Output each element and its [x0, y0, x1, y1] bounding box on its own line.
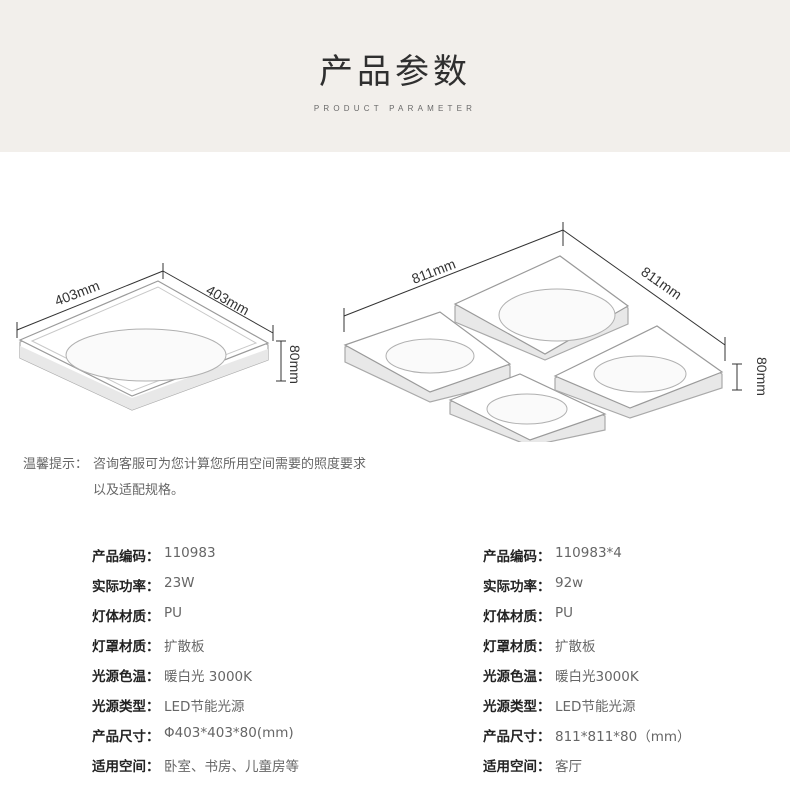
small-lamp-drawing: [18, 280, 270, 411]
tip-label: 温馨提示：: [23, 457, 89, 472]
spec-key: 实际功率：: [483, 579, 551, 595]
spec-key: 光源色温：: [92, 669, 160, 685]
spec-key: 产品编码：: [483, 549, 551, 565]
spec-key: 适用空间：: [92, 759, 160, 775]
spec-value: PU: [555, 605, 574, 621]
spec-value: PU: [164, 605, 183, 621]
spec-key: 灯罩材质：: [483, 639, 551, 655]
spec-key: 适用空间：: [483, 759, 551, 775]
spec-value: 811*811*80（mm）: [555, 729, 691, 745]
header-banner: 产品参数 PRODUCT PARAMETER: [0, 0, 790, 152]
spec-value: 暖白光 3000K: [164, 669, 253, 685]
spec-key: 实际功率：: [92, 579, 160, 595]
spec-key: 光源类型：: [92, 699, 160, 715]
spec-value: 23W: [164, 575, 195, 591]
spec-value: 92w: [555, 575, 584, 591]
small-dimension-lines: [16, 263, 286, 382]
large-width-label: 811mm: [409, 256, 457, 287]
spec-key: 灯体材质：: [483, 609, 551, 625]
spec-key: 光源类型：: [483, 699, 551, 715]
small-width-label: 403mm: [52, 277, 101, 309]
spec-key: 产品尺寸：: [483, 729, 551, 745]
spec-key: 产品尺寸：: [92, 729, 160, 745]
spec-value: 卧室、书房、儿童房等: [164, 759, 299, 775]
page-subtitle: PRODUCT PARAMETER: [313, 104, 477, 113]
spec-value: 暖白光3000K: [555, 669, 639, 685]
spec-value: LED节能光源: [164, 699, 245, 715]
spec-value: 110983*4: [555, 545, 622, 561]
dimension-diagram: 403mm 403mm 80mm 811mm 811mm 80mm: [16, 222, 770, 442]
page-title: 产品参数: [319, 52, 471, 92]
large-lamp-drawing: [343, 255, 724, 442]
small-height-label: 80mm: [287, 345, 303, 384]
spec-key: 灯体材质：: [92, 609, 160, 625]
spec-value: LED节能光源: [555, 699, 636, 715]
spec-value: 扩散板: [555, 639, 596, 655]
spec-key: 光源色温：: [483, 669, 551, 685]
tip-text: 咨询客服可为您计算您所用空间需要的照度要求以及适配规格。: [93, 457, 367, 498]
spec-value: 扩散板: [164, 639, 205, 655]
spec-value: Φ403*403*80(mm): [164, 725, 294, 741]
large-height-label: 80mm: [754, 357, 770, 396]
spec-value: 110983: [164, 545, 216, 561]
spec-key: 灯罩材质：: [92, 639, 160, 655]
large-depth-label: 811mm: [638, 263, 685, 302]
spec-value: 客厅: [555, 759, 582, 775]
large-dimension-lines: [343, 222, 742, 391]
spec-key: 产品编码：: [92, 549, 160, 565]
